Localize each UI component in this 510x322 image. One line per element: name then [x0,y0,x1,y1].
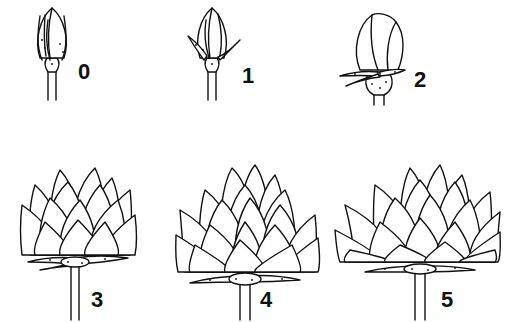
rose-flower-stage [335,165,500,320]
stage-number: 1 [242,65,254,87]
stage-number: 4 [260,289,272,311]
rose-flower-stage [176,165,320,320]
stage-number: 3 [91,289,103,311]
rose-flower-stage [21,168,137,320]
rose-bud-stage [188,8,240,100]
rose-bud-stage [38,8,67,100]
stage-number: 0 [78,61,90,83]
rose-bud-stage [340,14,405,105]
stage-number: 2 [414,69,426,91]
stage-number: 5 [441,289,453,311]
